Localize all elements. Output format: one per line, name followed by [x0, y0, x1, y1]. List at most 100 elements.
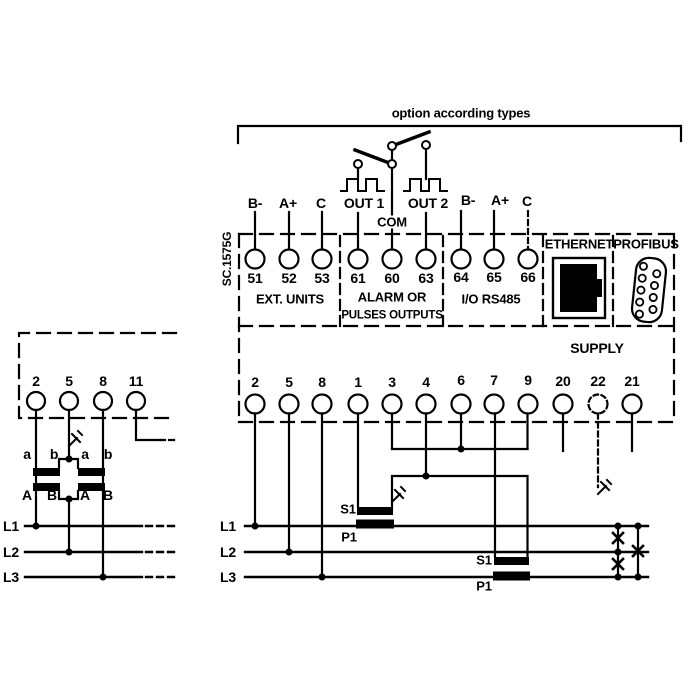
group-label-alarm-1: ALARM OR — [357, 289, 427, 305]
terminal-number-2: 2 — [251, 374, 259, 390]
vt-label-a-2: a — [81, 446, 89, 462]
left-dashed-box — [17, 331, 178, 420]
left-terminal-number-5: 5 — [65, 373, 73, 389]
out2-lever — [389, 129, 432, 149]
ct1-p1-label: P1 — [341, 529, 357, 545]
phase-label-L2-left: L2 — [3, 544, 19, 560]
left-terminal-5-circle — [58, 390, 80, 412]
terminal-number-21: 21 — [624, 373, 640, 389]
ct1-secondary-winding — [357, 507, 393, 515]
terminal-5-circle — [278, 393, 300, 415]
terminal-number-4: 4 — [422, 374, 430, 390]
terminal-number-52: 52 — [281, 270, 297, 286]
load-icon-L1-L2 — [611, 531, 625, 545]
terminal-number-53: 53 — [314, 270, 330, 286]
label-b-minus-1: B- — [247, 195, 263, 211]
phase-label-L3-left: L3 — [3, 569, 19, 585]
option-bracket — [236, 124, 683, 145]
com-pivot-2 — [387, 141, 397, 151]
label-out1: OUT 1 — [341, 195, 387, 211]
terminal-number-1: 1 — [354, 374, 362, 390]
label-com: COM — [375, 214, 409, 230]
terminal-number-22: 22 — [590, 373, 606, 389]
top-terminal-circles — [244, 248, 539, 270]
terminal-51-circle — [244, 248, 266, 270]
pulse-icon-out2 — [403, 178, 448, 192]
terminal-number-51: 51 — [247, 270, 263, 286]
load-connections — [611, 522, 645, 581]
terminal-6-circle — [450, 393, 472, 415]
terminal-65-circle — [483, 248, 505, 270]
left-terminal-circles — [25, 390, 147, 412]
com-pivot-1 — [387, 159, 397, 169]
left-terminal-number-8: 8 — [99, 373, 107, 389]
terminal-66-circle — [517, 248, 539, 270]
terminal-3-circle — [381, 393, 403, 415]
terminal-number-20: 20 — [555, 373, 571, 389]
label-b-minus-2: B- — [460, 192, 476, 208]
terminal-9-circle — [517, 393, 539, 415]
terminal-53-circle — [311, 248, 333, 270]
left-terminal-number-11: 11 — [128, 373, 144, 389]
phase-label-L2-right: L2 — [220, 544, 236, 560]
terminal-63-circle — [415, 248, 437, 270]
terminal-1-circle — [347, 393, 369, 415]
pulse-icon-out1 — [340, 178, 385, 192]
terminal-number-64: 64 — [453, 269, 469, 285]
terminal-number-3: 3 — [388, 374, 396, 390]
earth-icon-ct1 — [390, 485, 407, 504]
group-label-ext-units: EXT. UNITS — [255, 291, 325, 307]
load-icon-L1-L3 — [631, 544, 645, 558]
load-icon-L2-L3 — [611, 557, 625, 571]
profibus-port-icon — [630, 256, 668, 324]
terminal-64-circle — [450, 248, 472, 270]
vt-label-a-1: a — [23, 446, 31, 462]
out1-lever — [352, 147, 395, 167]
phase-label-L3-right: L3 — [220, 569, 236, 585]
vt-label-B-1: B — [47, 487, 57, 503]
earth-icon-vt — [67, 429, 84, 448]
vt-label-b-1: b — [49, 446, 59, 462]
terminal-22-circle — [587, 393, 609, 415]
terminal-number-8: 8 — [318, 374, 326, 390]
phase-lines-left — [23, 524, 178, 579]
terminal-61-circle — [347, 248, 369, 270]
left-terminal-number-2: 2 — [32, 373, 40, 389]
label-a-plus-1: A+ — [279, 195, 297, 211]
current-transformers — [356, 507, 530, 581]
ct2-primary-winding — [493, 571, 530, 581]
bottom-terminal-circles — [244, 393, 643, 415]
vt-label-b-2: b — [103, 446, 113, 462]
terminal-4-circle — [415, 393, 437, 415]
earth-icon-t22 — [596, 478, 613, 496]
drawing-reference: SC.1575G — [220, 231, 234, 287]
rail-ct-s2-common — [390, 474, 529, 559]
wire-t11 — [134, 408, 162, 442]
terminal-52-circle — [278, 248, 300, 270]
option-note: option according types — [391, 105, 531, 121]
terminal-21-circle — [621, 393, 643, 415]
vt-windings — [33, 468, 105, 491]
terminal-number-5: 5 — [285, 374, 293, 390]
group-label-supply: SUPPLY — [570, 340, 624, 356]
relay-contact-symbols — [352, 129, 432, 251]
out2-fixed-contact — [421, 140, 431, 150]
top-terminal-wires — [253, 209, 530, 251]
terminal-number-63: 63 — [418, 270, 434, 286]
label-out2: OUT 2 — [405, 195, 451, 211]
terminal-7-circle — [483, 393, 505, 415]
ct2-p1-label: P1 — [476, 578, 492, 594]
vt-label-A-2: A — [80, 487, 90, 503]
terminal-number-6: 6 — [457, 372, 465, 388]
group-label-io-rs485: I/O RS485 — [461, 291, 521, 307]
device-outline — [237, 232, 676, 424]
terminal-20-circle — [552, 393, 574, 415]
left-terminal-2-circle — [25, 390, 47, 412]
terminal-number-61: 61 — [350, 270, 366, 286]
label-c-2: C — [522, 193, 532, 209]
label-a-plus-2: A+ — [491, 192, 509, 208]
label-c-1: C — [316, 195, 326, 211]
port-label-ethernet: ETHERNET — [544, 236, 614, 252]
